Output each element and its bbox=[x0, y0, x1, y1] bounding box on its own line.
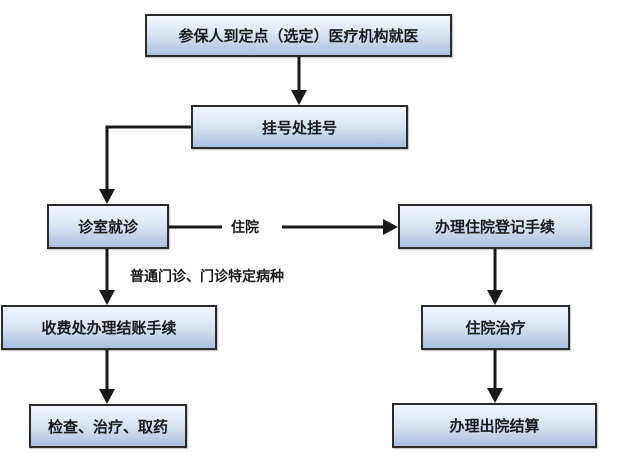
node-register: 挂号处挂号 bbox=[191, 105, 408, 149]
edge-admission-to-inpatient bbox=[487, 249, 503, 305]
edge-consult-to-admission bbox=[169, 219, 398, 235]
arrowhead-icon bbox=[99, 290, 115, 305]
node-start: 参保人到定点（选定）医疗机构就医 bbox=[145, 14, 452, 57]
edge-inpatient-to-discharge bbox=[487, 350, 503, 403]
node-consult: 诊室就诊 bbox=[47, 204, 169, 249]
arrowhead-icon bbox=[487, 388, 503, 403]
arrowhead-icon bbox=[99, 389, 115, 404]
edge-start-to-register bbox=[291, 57, 307, 105]
edge-payment-to-services bbox=[99, 350, 115, 404]
edge-consult-to-payment bbox=[99, 249, 115, 305]
arrowhead-icon bbox=[291, 90, 307, 105]
node-inpatient: 住院治疗 bbox=[421, 305, 570, 350]
edge-label-hospitalize: 住院 bbox=[231, 217, 259, 237]
edge-register-to-consult bbox=[99, 125, 191, 204]
arrowhead-icon bbox=[487, 290, 503, 305]
node-outpatient-services: 检查、治疗、取药 bbox=[29, 404, 187, 448]
arrowhead-icon bbox=[99, 189, 115, 204]
edge-label-outpatient-types: 普通门诊、门诊特定病种 bbox=[130, 266, 284, 286]
node-admission: 办理住院登记手续 bbox=[398, 204, 592, 249]
arrowhead-icon bbox=[383, 219, 398, 235]
node-payment: 收费处办理结账手续 bbox=[1, 305, 217, 350]
node-discharge: 办理出院结算 bbox=[392, 403, 597, 448]
